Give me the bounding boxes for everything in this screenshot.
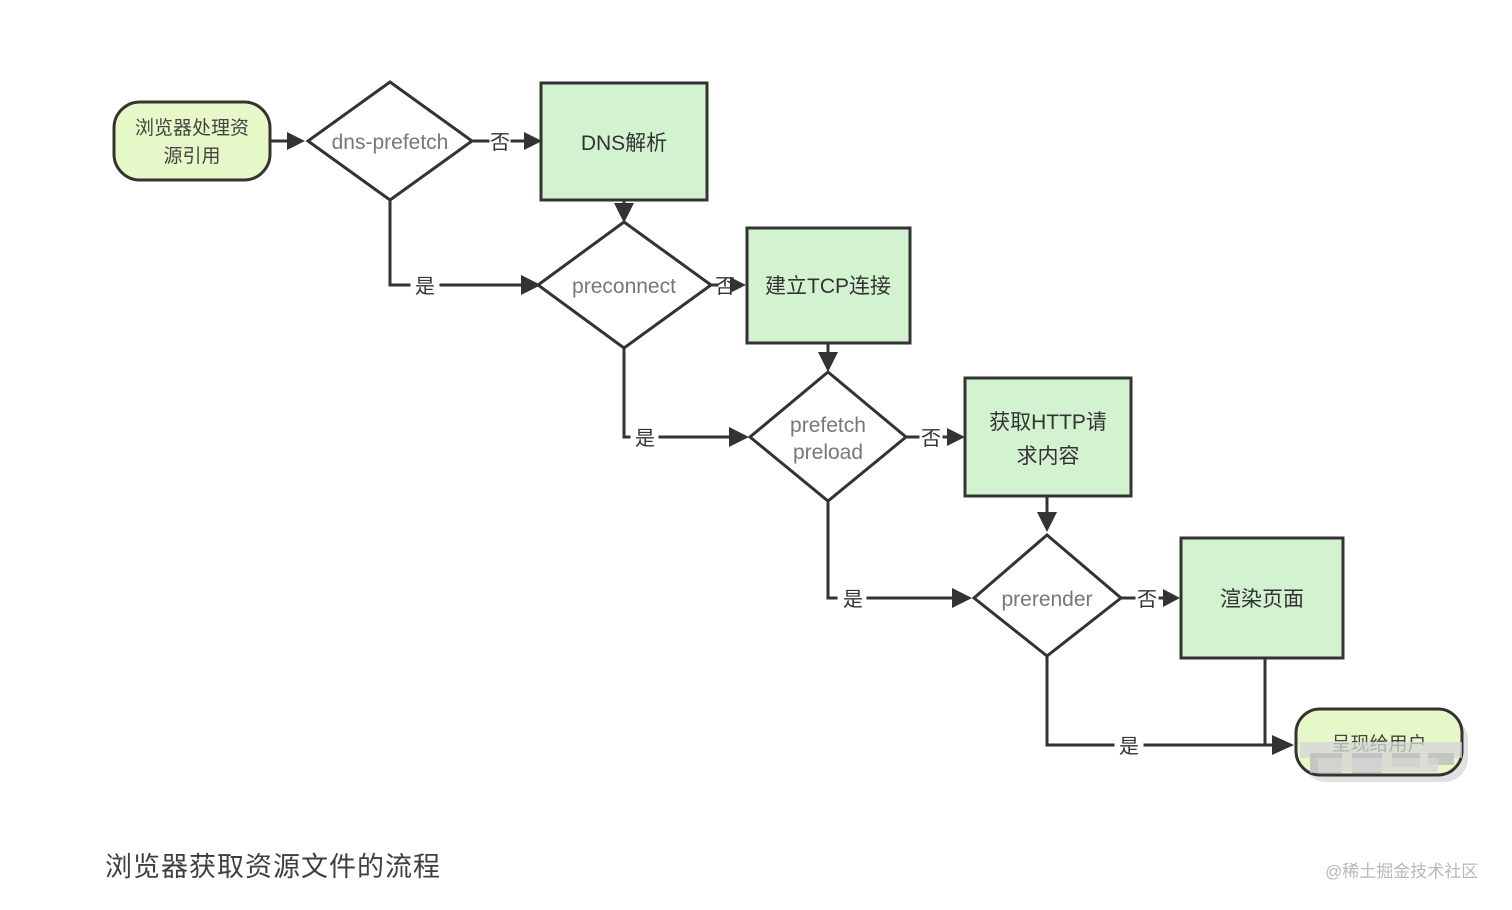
edge-label-dns-yes: 是 <box>415 276 435 298</box>
arrowhead-icon <box>729 427 749 447</box>
node-process-http[interactable]: 获取HTTP请 求内容 <box>963 376 1133 498</box>
node-process-render[interactable]: 渲染页面 <box>1179 536 1345 660</box>
node-process-tcp-shape <box>745 226 912 345</box>
edge-prefetch-no: 否 <box>904 428 965 450</box>
node-process-dns-resolve-label: DNS解析 <box>581 132 667 155</box>
node-process-render-label: 渲染页面 <box>1220 588 1304 611</box>
node-decision-dns-prefetch-label: dns-prefetch <box>332 131 449 154</box>
node-decision-preconnect[interactable]: preconnect <box>535 220 714 350</box>
arrowhead-icon <box>521 275 541 295</box>
edge-label-preconnect-yes: 是 <box>635 428 655 450</box>
arrowhead-icon <box>287 132 305 150</box>
node-decision-prerender-label: prerender <box>1001 588 1092 611</box>
edge-preconnect-yes: 是 <box>622 346 749 450</box>
edge-preconnect-no: 否 <box>709 276 746 298</box>
arrowhead-icon <box>524 132 542 150</box>
node-decision-prefetch-preload-label-line2: preload <box>793 441 863 464</box>
edge-http-to-prerender <box>1037 494 1057 532</box>
node-start-shape <box>112 100 272 182</box>
node-start-label-line2: 源引用 <box>163 145 220 167</box>
edge-line <box>1045 654 1115 747</box>
node-decision-prefetch-preload-shape <box>747 370 909 503</box>
node-start[interactable]: 浏览器处理资 源引用 <box>112 100 272 182</box>
arrowhead-icon <box>1163 589 1180 607</box>
edge-prefetch-yes: 是 <box>826 499 972 611</box>
node-process-tcp[interactable]: 建立TCP连接 <box>745 226 912 345</box>
node-decision-prefetch-preload[interactable]: prefetch preload <box>747 370 909 503</box>
arrowhead-icon <box>730 277 746 293</box>
watermark-text: @稀土掘金技术社区 <box>1325 862 1479 881</box>
edge-line <box>826 499 838 600</box>
arrowhead-icon <box>614 203 634 223</box>
edge-prerender-yes: 是 <box>1045 654 1294 758</box>
edge-start-to-dns-prefetch <box>268 132 305 150</box>
node-decision-preconnect-label: preconnect <box>572 275 676 298</box>
node-process-dns-resolve[interactable]: DNS解析 <box>539 81 709 202</box>
edge-line <box>388 199 411 287</box>
node-process-http-label-line2: 求内容 <box>1017 445 1080 468</box>
edge-dns-prefetch-no: 否 <box>470 132 542 154</box>
edge-dns-resolve-to-preconnect <box>614 198 634 223</box>
arrowhead-icon <box>1037 512 1057 532</box>
edge-prerender-no: 否 <box>1119 589 1180 611</box>
edge-label-preconnect-no: 否 <box>715 276 735 298</box>
arrowhead-icon <box>952 588 972 608</box>
edge-label-prefetch-no: 否 <box>921 428 941 450</box>
node-process-http-label-line1: 获取HTTP请 <box>989 411 1107 434</box>
node-start-label-line1: 浏览器处理资 <box>135 117 249 139</box>
node-process-render-shape <box>1179 536 1345 660</box>
edge-tcp-to-prefetch <box>818 341 838 372</box>
arrowhead-icon <box>818 352 838 372</box>
edge-dns-prefetch-yes: 是 <box>388 199 541 298</box>
edge-line <box>622 346 631 439</box>
arrowhead-icon <box>1272 735 1294 755</box>
node-process-http-shape <box>963 376 1133 498</box>
edge-label-prerender-yes: 是 <box>1119 736 1139 758</box>
node-decision-dns-prefetch-shape <box>305 80 475 202</box>
node-process-dns-resolve-shape <box>539 81 709 202</box>
edge-label-prerender-no: 否 <box>1137 589 1157 611</box>
node-process-tcp-label: 建立TCP连接 <box>765 275 891 298</box>
page-caption: 浏览器获取资源文件的流程 <box>105 852 441 882</box>
node-decision-dns-prefetch[interactable]: dns-prefetch <box>305 80 475 202</box>
edge-label-prefetch-yes: 是 <box>843 589 863 611</box>
edge-label-dns-no: 否 <box>490 132 510 154</box>
redaction-overlay-6 <box>1318 758 1438 772</box>
node-decision-prerender[interactable]: prerender <box>971 533 1124 658</box>
node-decision-prefetch-preload-label-line1: prefetch <box>790 414 866 437</box>
node-decision-prerender-shape <box>971 533 1124 658</box>
node-decision-preconnect-shape <box>535 220 714 350</box>
arrowhead-icon <box>947 428 965 446</box>
